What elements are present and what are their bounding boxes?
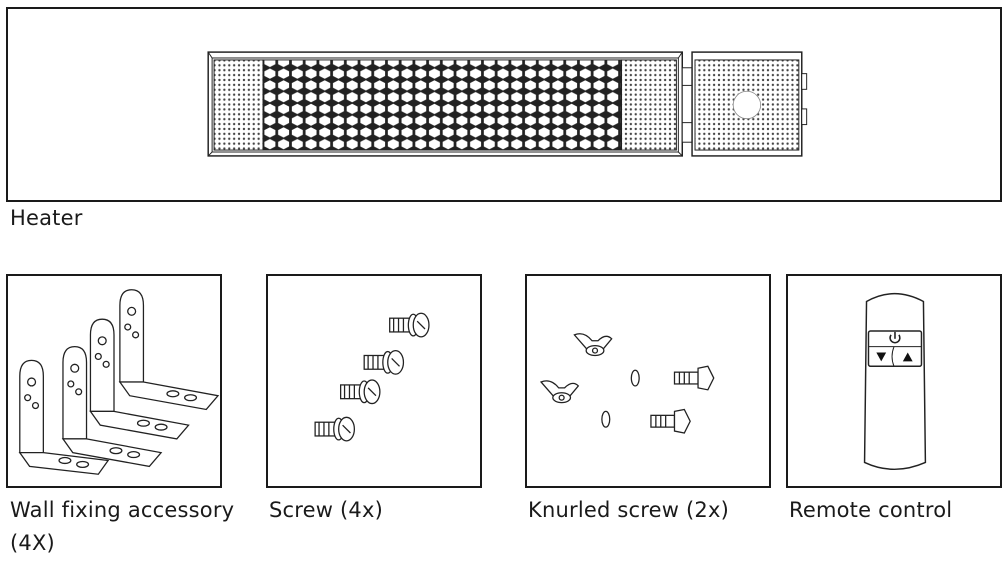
screw-2 xyxy=(363,349,405,375)
screw-3 xyxy=(339,379,381,405)
remote-control-illustration xyxy=(863,292,927,470)
wall-fixing-illustration-frame xyxy=(6,274,222,488)
wing-nut-2 xyxy=(539,380,580,404)
screws-illustration xyxy=(314,312,430,442)
screw-caption: Screw (4x) xyxy=(269,498,383,522)
up-arrow-icon xyxy=(902,352,913,362)
down-arrow-icon xyxy=(876,352,887,362)
remote-body xyxy=(863,292,927,470)
wing-nut-1 xyxy=(573,333,613,357)
heater-connector xyxy=(681,67,693,143)
heater-illustration-frame xyxy=(6,7,1002,202)
wall-fixing-caption-line1: Wall fixing accessory xyxy=(10,498,235,522)
remote-control-caption: Remote control xyxy=(789,498,953,522)
wall-bracket-illustration xyxy=(18,289,220,475)
screw-illustration-frame xyxy=(266,274,482,488)
screw-4 xyxy=(314,416,356,442)
screw-1 xyxy=(389,312,430,338)
washer-2 xyxy=(601,410,611,428)
wall-bracket-4 xyxy=(118,289,220,411)
heater-main-body xyxy=(207,51,684,157)
washer-1 xyxy=(630,369,640,387)
knurled-screw-caption: Knurled screw (2x) xyxy=(528,498,729,522)
wall-bracket-3 xyxy=(89,318,190,440)
heater-illustration xyxy=(207,51,808,157)
hex-bolt-2 xyxy=(650,408,691,434)
power-icon xyxy=(889,331,901,344)
wall-bracket-1 xyxy=(18,359,110,475)
knurled-screws-illustration xyxy=(539,333,715,434)
remote-control-illustration-frame xyxy=(786,274,1002,488)
wall-fixing-caption-line2: (4X) xyxy=(10,531,55,555)
heater-caption: Heater xyxy=(10,206,83,230)
heater-control-box xyxy=(691,51,808,157)
wall-fixing-caption: Wall fixing accessory (4X) xyxy=(10,494,250,560)
hex-bolt-1 xyxy=(673,365,715,391)
wall-bracket-2 xyxy=(61,346,163,468)
knurled-screw-illustration-frame xyxy=(525,274,771,488)
